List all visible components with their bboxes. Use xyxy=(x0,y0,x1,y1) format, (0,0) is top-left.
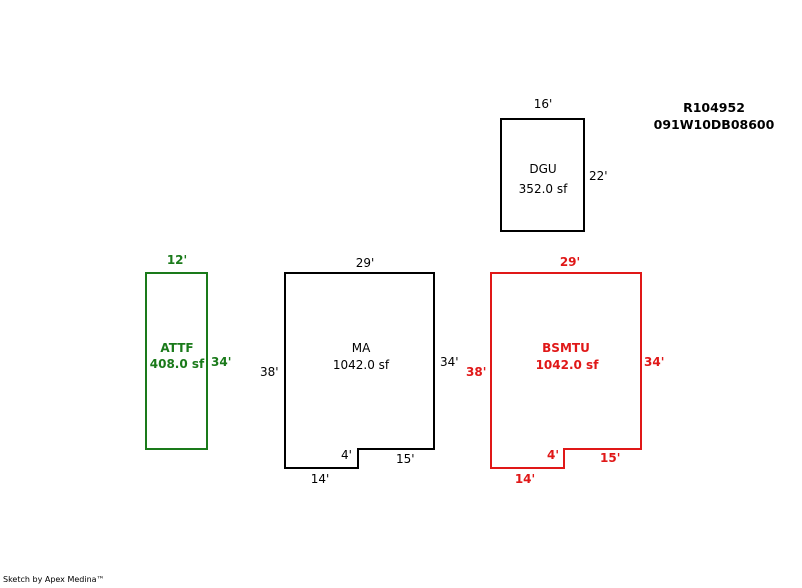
dgu-area: 16' 22' DGU 352.0 sf xyxy=(500,97,608,232)
ma-area: 29' 38' 34' 4' 15' 14' MA 1042.0 sf xyxy=(260,256,459,486)
bsmtu-left-dimension: 38' xyxy=(466,365,486,379)
ma-name: MA xyxy=(352,341,371,355)
attf-name: ATTF xyxy=(160,341,193,355)
ma-area-value: 1042.0 sf xyxy=(333,358,390,372)
bsmtu-step-dimension: 15' xyxy=(600,451,620,465)
sketch-credit: Sketch by Apex Medina™ xyxy=(3,575,105,584)
dgu-name: DGU xyxy=(529,162,556,176)
bsmtu-area-value: 1042.0 sf xyxy=(536,358,600,372)
dgu-outline xyxy=(500,118,585,232)
ma-left-dimension: 38' xyxy=(260,365,279,379)
dgu-top-dimension: 16' xyxy=(534,97,553,111)
ma-right-dimension: 34' xyxy=(440,355,459,369)
ma-step-dimension: 15' xyxy=(396,452,415,466)
bsmtu-bottom-dimension: 14' xyxy=(515,472,535,486)
map-number: 091W10DB08600 xyxy=(653,117,775,132)
ma-top-dimension: 29' xyxy=(356,256,375,270)
dgu-right-dimension: 22' xyxy=(589,169,608,183)
dgu-area-value: 352.0 sf xyxy=(519,182,568,196)
bsmtu-notch-dimension: 4' xyxy=(547,448,559,462)
attf-top-dimension: 12' xyxy=(167,253,187,267)
bsmtu-area: 29' 38' 34' 4' 15' 14' BSMTU 1042.0 sf xyxy=(466,255,664,486)
attf-right-dimension: 34' xyxy=(211,355,231,369)
attf-area-value: 408.0 sf xyxy=(150,357,205,371)
ma-bottom-dimension: 14' xyxy=(311,472,330,486)
attf-outline xyxy=(145,272,208,450)
bsmtu-right-dimension: 34' xyxy=(644,355,664,369)
ma-outline xyxy=(284,272,435,469)
ma-notch-dimension: 4' xyxy=(341,448,352,462)
bsmtu-name: BSMTU xyxy=(542,341,590,355)
bsmtu-outline xyxy=(490,272,642,469)
attf-area: 12' 34' ATTF 408.0 sf xyxy=(145,253,231,450)
parcel-id: R104952 xyxy=(683,100,745,115)
bsmtu-top-dimension: 29' xyxy=(560,255,580,269)
